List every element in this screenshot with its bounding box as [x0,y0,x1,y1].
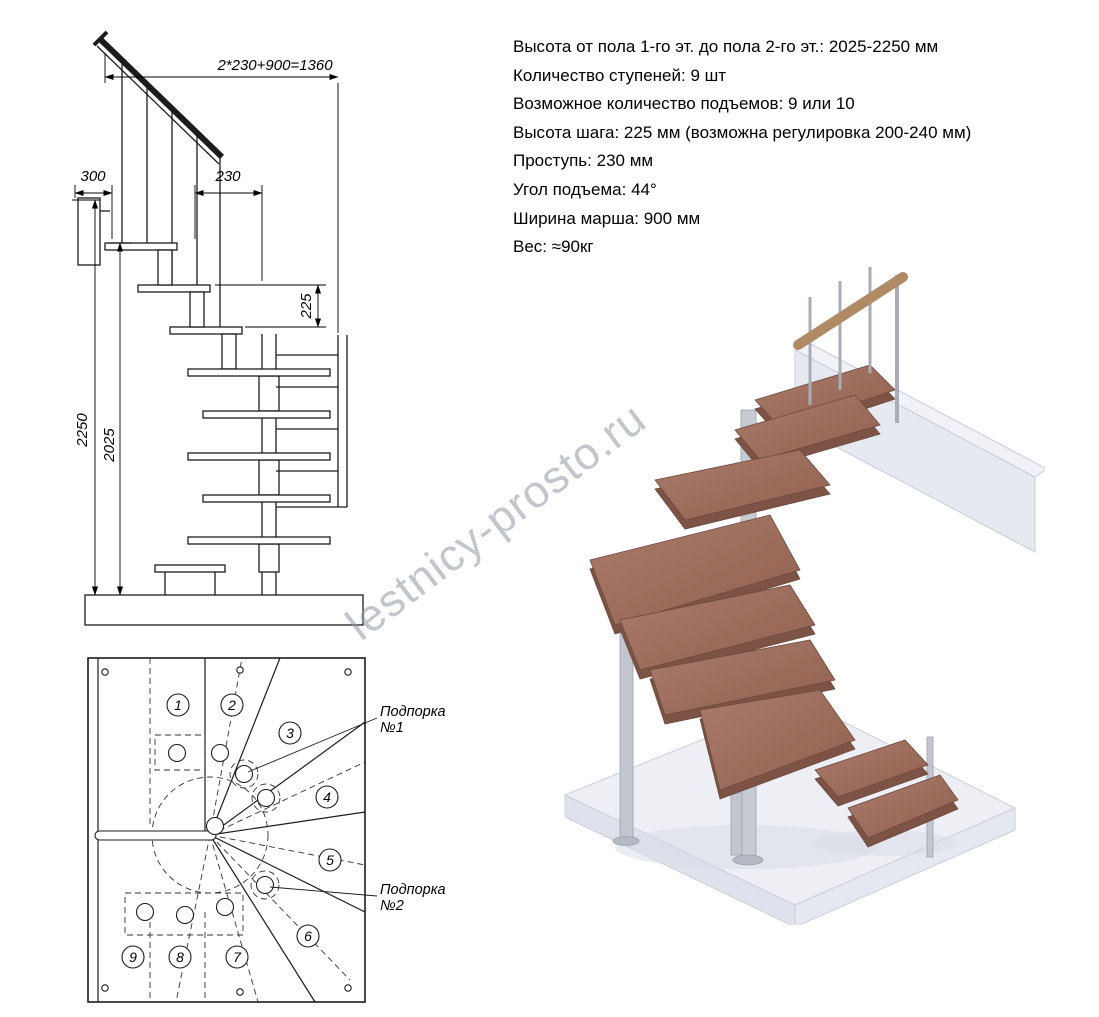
spec-line-rise-count: Возможное количество подъемов: 9 или 10 [513,94,855,114]
plan-outline [87,657,366,1003]
spec-line-weight: Вес: ≈90кг [513,237,594,257]
plan-view-drawing: 1 2 3 4 5 6 7 8 9 Подпорка №1 Подпорка №… [87,657,446,1003]
dim-total-run-label: 2*230+900=1360 [216,57,333,74]
render-tread-1 [847,774,959,839]
render-treads [589,364,959,848]
render-tread-8 [734,394,881,461]
spec-line-step-height: Высота шага: 225 мм (возможна регулировк… [513,122,972,142]
support-post [255,875,275,895]
dim-230-label: 230 [214,168,241,185]
support-post [234,764,254,784]
render-tread-7 [654,449,831,521]
render-support-post [730,792,743,856]
dimension-lines [72,53,339,596]
step-number-3: 3 [286,725,294,741]
render-handrail [793,272,908,350]
render-tread-6 [589,514,801,626]
floor-base [84,594,364,626]
render-tread-5 [619,584,816,671]
dim-2250-label: 2250 [74,413,91,448]
render-column-flange [732,854,764,866]
support2-label-line1: Подпорка [380,882,446,898]
center-post [205,816,225,836]
support-post [135,902,155,922]
render-support-post [619,632,634,842]
dim-225-label: 225 [298,293,315,320]
step-number-7: 7 [233,949,242,965]
support-post [215,897,235,917]
support-post [167,743,187,763]
staircase-profile [77,30,364,626]
support2-label-line2: №2 [380,898,404,914]
render-tread-2 [814,739,929,798]
support-post [256,788,276,808]
side-elevation-drawing: 2*230+900=1360 300 230 2250 2025 225 [72,30,364,626]
render-shadow [815,830,955,856]
render-3d [563,267,1045,925]
support-post [210,743,230,763]
render-balusters [808,267,899,423]
support1-label-line1: Подпорка [380,704,446,720]
step-number-5: 5 [326,852,334,868]
step-number-8: 8 [176,949,184,965]
step-number-6: 6 [304,928,312,944]
spec-line-width: Ширина марша: 900 мм [513,208,701,228]
dim-2025-label: 2025 [101,428,118,463]
plan-posts [94,666,352,996]
step-numbers: 1 2 3 4 5 6 7 8 9 [121,693,342,969]
step-number-9: 9 [129,949,137,965]
leader-line-support1 [247,717,378,773]
step-number-1: 1 [174,697,182,713]
step-number-2: 2 [227,697,236,713]
dim-300-label: 300 [80,168,106,185]
render-tread-3 [699,689,856,791]
render-tread-4 [649,639,836,716]
support1-label-line2: №1 [380,720,404,736]
render-post-flange [612,836,640,846]
spec-line-height-range: Высота от пола 1-го эт. до пола 2-го эт.… [513,37,939,56]
specs-list: Высота от пола 1-го эт. до пола 2-го эт.… [513,33,1073,262]
plan-frame [87,657,366,1003]
support-post [175,905,195,925]
spec-line-step-count: Количество ступеней: 9 шт [513,65,727,85]
handrail [97,36,225,160]
leader-line-support2 [269,886,378,897]
spec-line-tread: Проступь: 230 мм [513,151,654,171]
spec-line-angle: Угол подъема: 44° [513,179,657,199]
landing-beam [94,830,217,841]
wall-bracket [77,197,101,266]
step-number-4: 4 [323,789,331,805]
